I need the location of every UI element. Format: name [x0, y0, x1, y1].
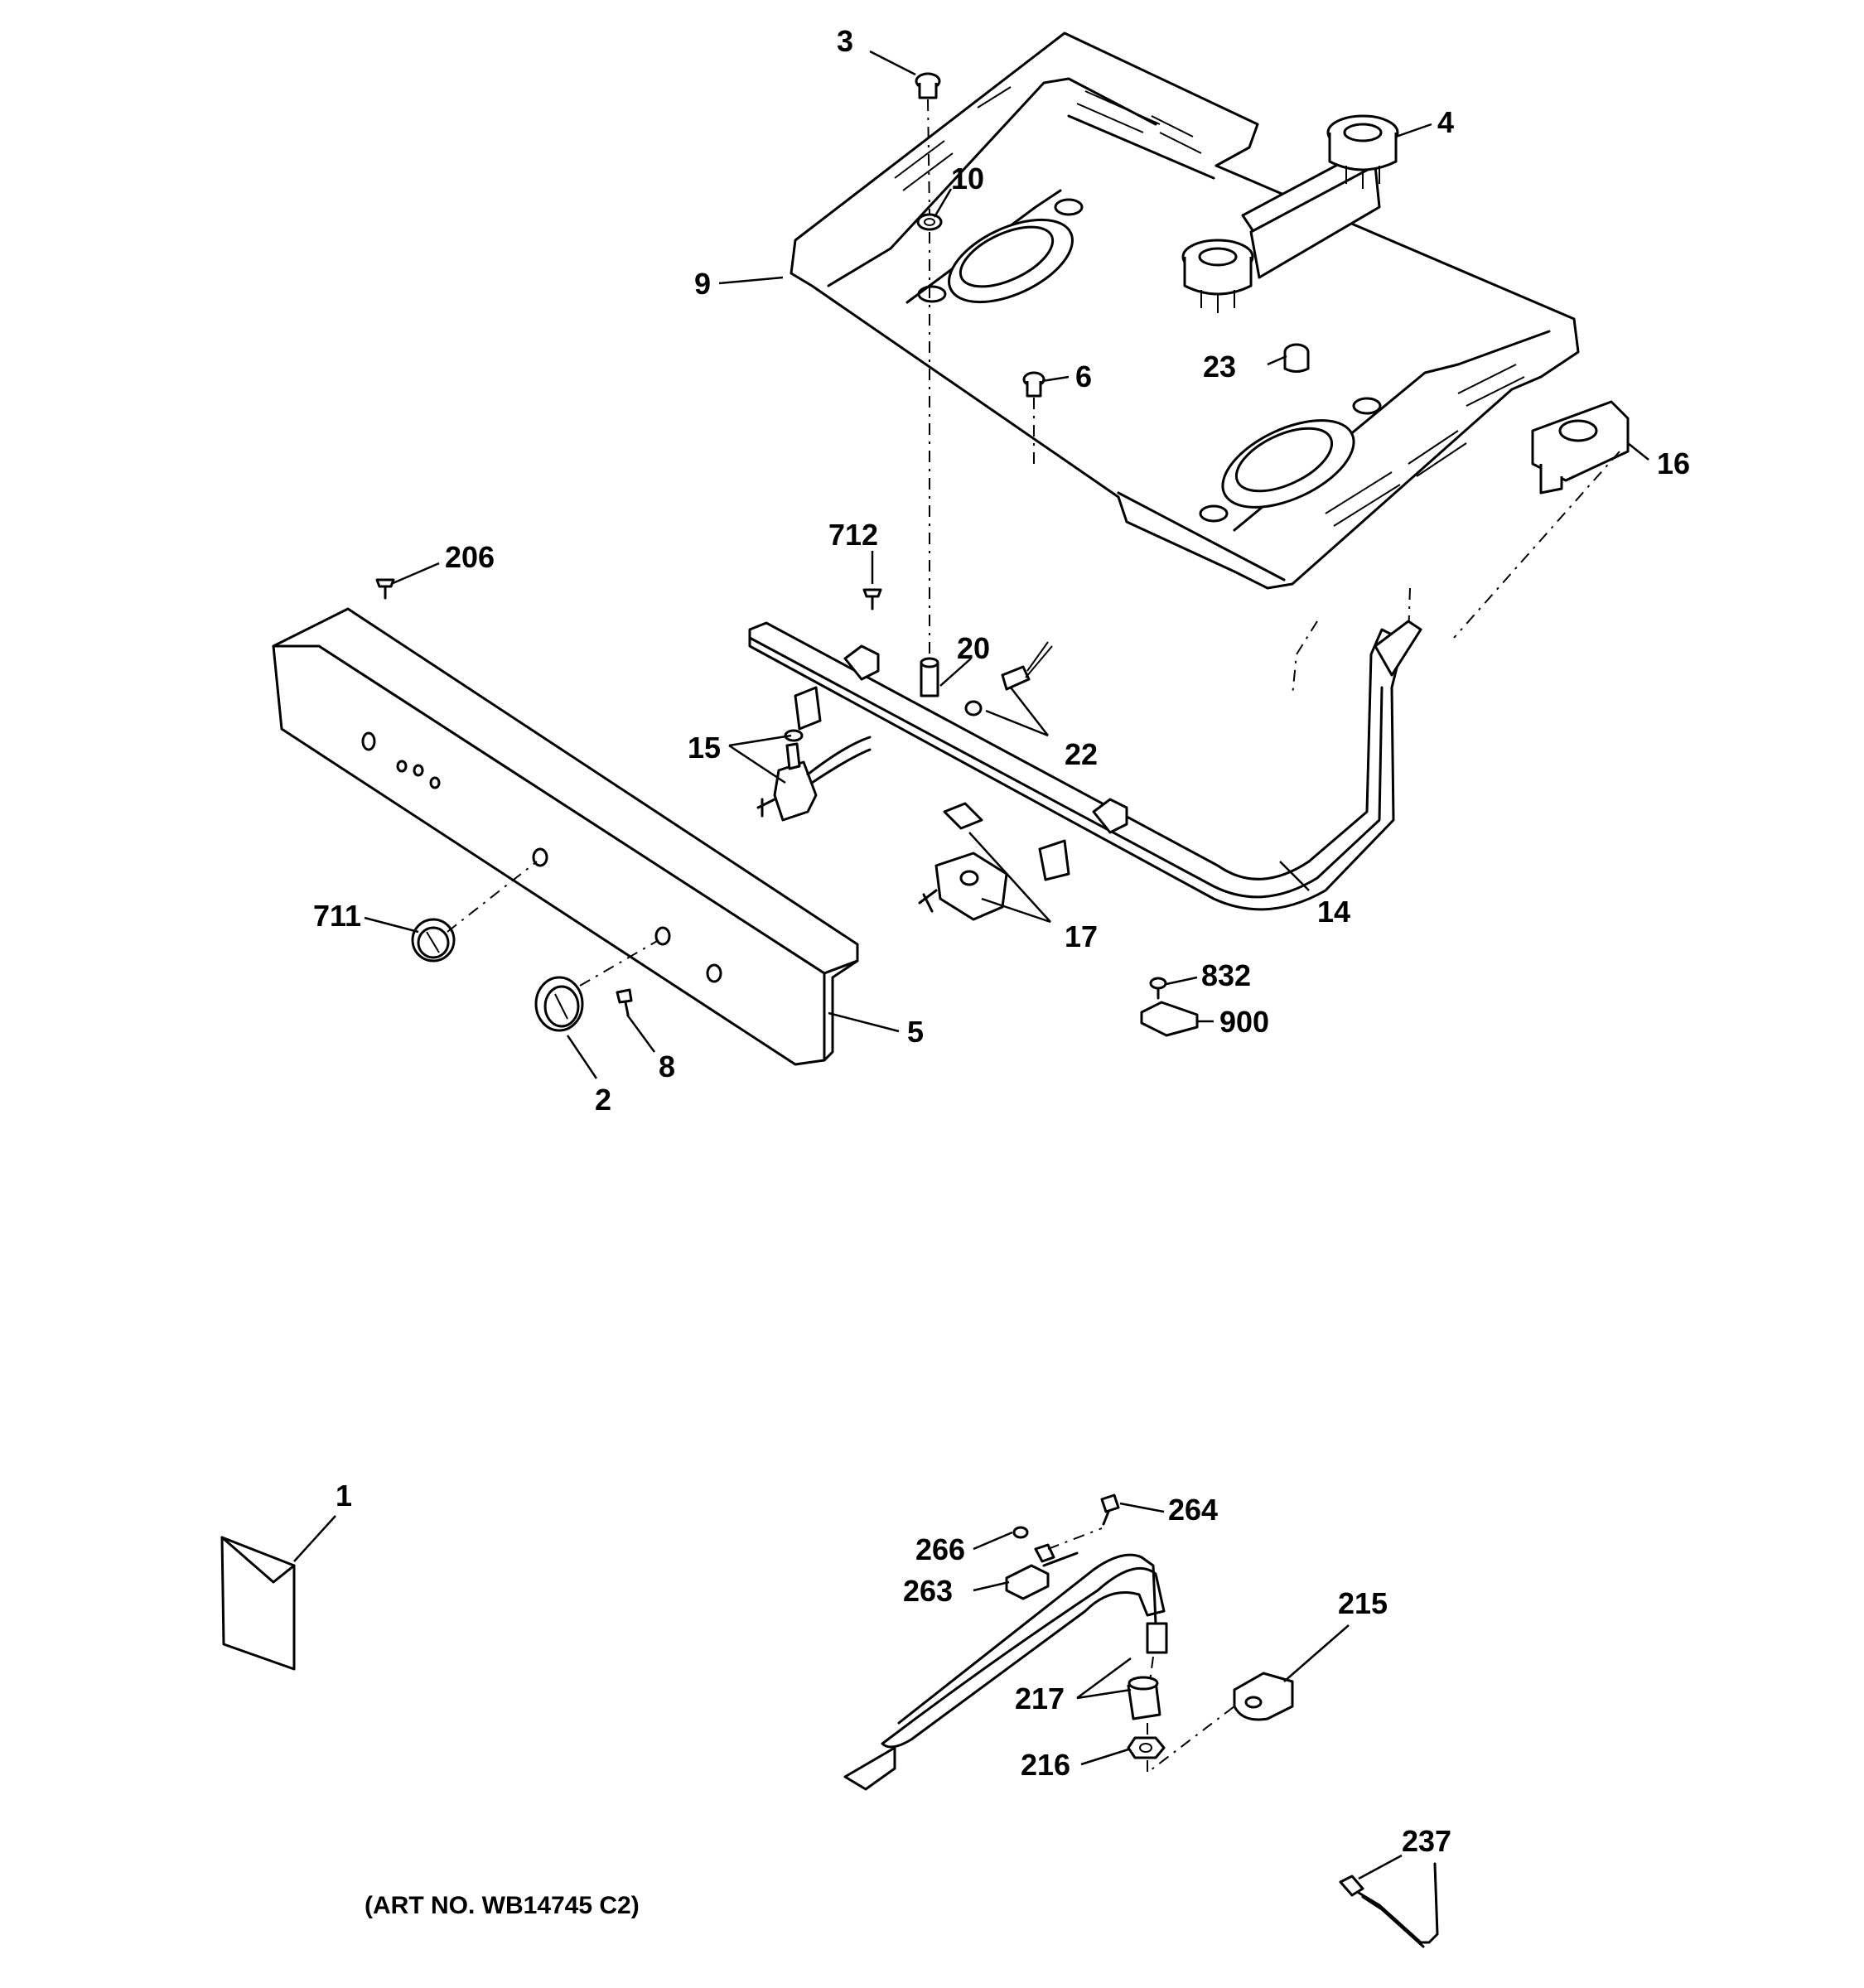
callout-712: 712 — [828, 518, 878, 552]
screw-266-part — [1012, 1526, 1029, 1539]
callout-20: 20 — [957, 631, 990, 665]
alignment-line — [1047, 1527, 1235, 1775]
callout-14: 14 — [1317, 895, 1350, 929]
clip-900-part — [1140, 1001, 1199, 1037]
callout-labels: 3 4 10 9 6 23 16 206 712 20 15 22 711 14… — [313, 24, 1690, 1919]
manifold-panel-part — [272, 607, 859, 1066]
callout-5: 5 — [907, 1015, 924, 1049]
screw-206-part — [375, 578, 395, 600]
callout-2: 2 — [595, 1083, 611, 1117]
connector-264-part — [1100, 1493, 1120, 1526]
valve-15-part — [756, 729, 872, 822]
callout-3: 3 — [837, 24, 853, 58]
callout-832: 832 — [1201, 958, 1251, 992]
nut-216-part — [1127, 1736, 1166, 1759]
grommet-10-part — [916, 213, 943, 231]
manifold-pipe-part — [748, 620, 1422, 911]
literature-envelope-1-part — [220, 1536, 296, 1671]
callout-15: 15 — [688, 731, 721, 765]
callout-16: 16 — [1657, 446, 1690, 480]
valve-17-part — [918, 802, 1008, 921]
callout-237: 237 — [1402, 1824, 1451, 1858]
callout-9: 9 — [694, 267, 711, 301]
callout-206: 206 — [445, 540, 495, 574]
callout-1: 1 — [336, 1479, 352, 1513]
callout-215: 215 — [1338, 1586, 1388, 1620]
bracket-215-part — [1233, 1672, 1294, 1721]
callout-8: 8 — [659, 1049, 675, 1083]
top-burner-assembly-part — [1181, 114, 1399, 313]
burner-tube-part — [843, 1553, 1168, 1791]
fitting-22-part — [964, 641, 1053, 717]
callout-22: 22 — [1065, 737, 1098, 771]
igniter-263-part — [1005, 1543, 1079, 1600]
leader-lines — [293, 50, 1649, 1880]
knob-711-part — [411, 918, 456, 963]
callout-216: 216 — [1021, 1748, 1070, 1782]
alignment-line — [447, 861, 659, 987]
screw-6-part — [1022, 371, 1045, 398]
burner-box-part — [790, 31, 1580, 590]
callout-10: 10 — [951, 162, 984, 195]
callout-264: 264 — [1168, 1493, 1218, 1527]
screw-712-part — [862, 588, 882, 610]
callout-266: 266 — [915, 1532, 965, 1566]
callout-23: 23 — [1203, 350, 1236, 384]
cap-23-part — [1283, 343, 1310, 373]
callout-263: 263 — [903, 1574, 953, 1608]
burner-bracket-part — [1531, 400, 1630, 495]
callout-900: 900 — [1219, 1005, 1269, 1039]
art-number: (ART NO. WB14745 C2) — [365, 1892, 640, 1919]
pilot-tube-237-part — [1339, 1862, 1439, 1948]
callout-6: 6 — [1075, 359, 1092, 393]
orifice-20-part — [920, 657, 939, 697]
knob-2-part — [534, 976, 584, 1032]
screw-832-part — [1149, 977, 1167, 1000]
callout-711: 711 — [313, 899, 361, 933]
orifice-holder-217-part — [1127, 1676, 1161, 1720]
screw-3-part — [915, 72, 941, 99]
callout-17: 17 — [1065, 919, 1098, 953]
callout-4: 4 — [1437, 105, 1454, 139]
callout-217: 217 — [1015, 1682, 1065, 1715]
screw-8-part — [616, 988, 633, 1016]
alignment-line — [927, 99, 1620, 697]
